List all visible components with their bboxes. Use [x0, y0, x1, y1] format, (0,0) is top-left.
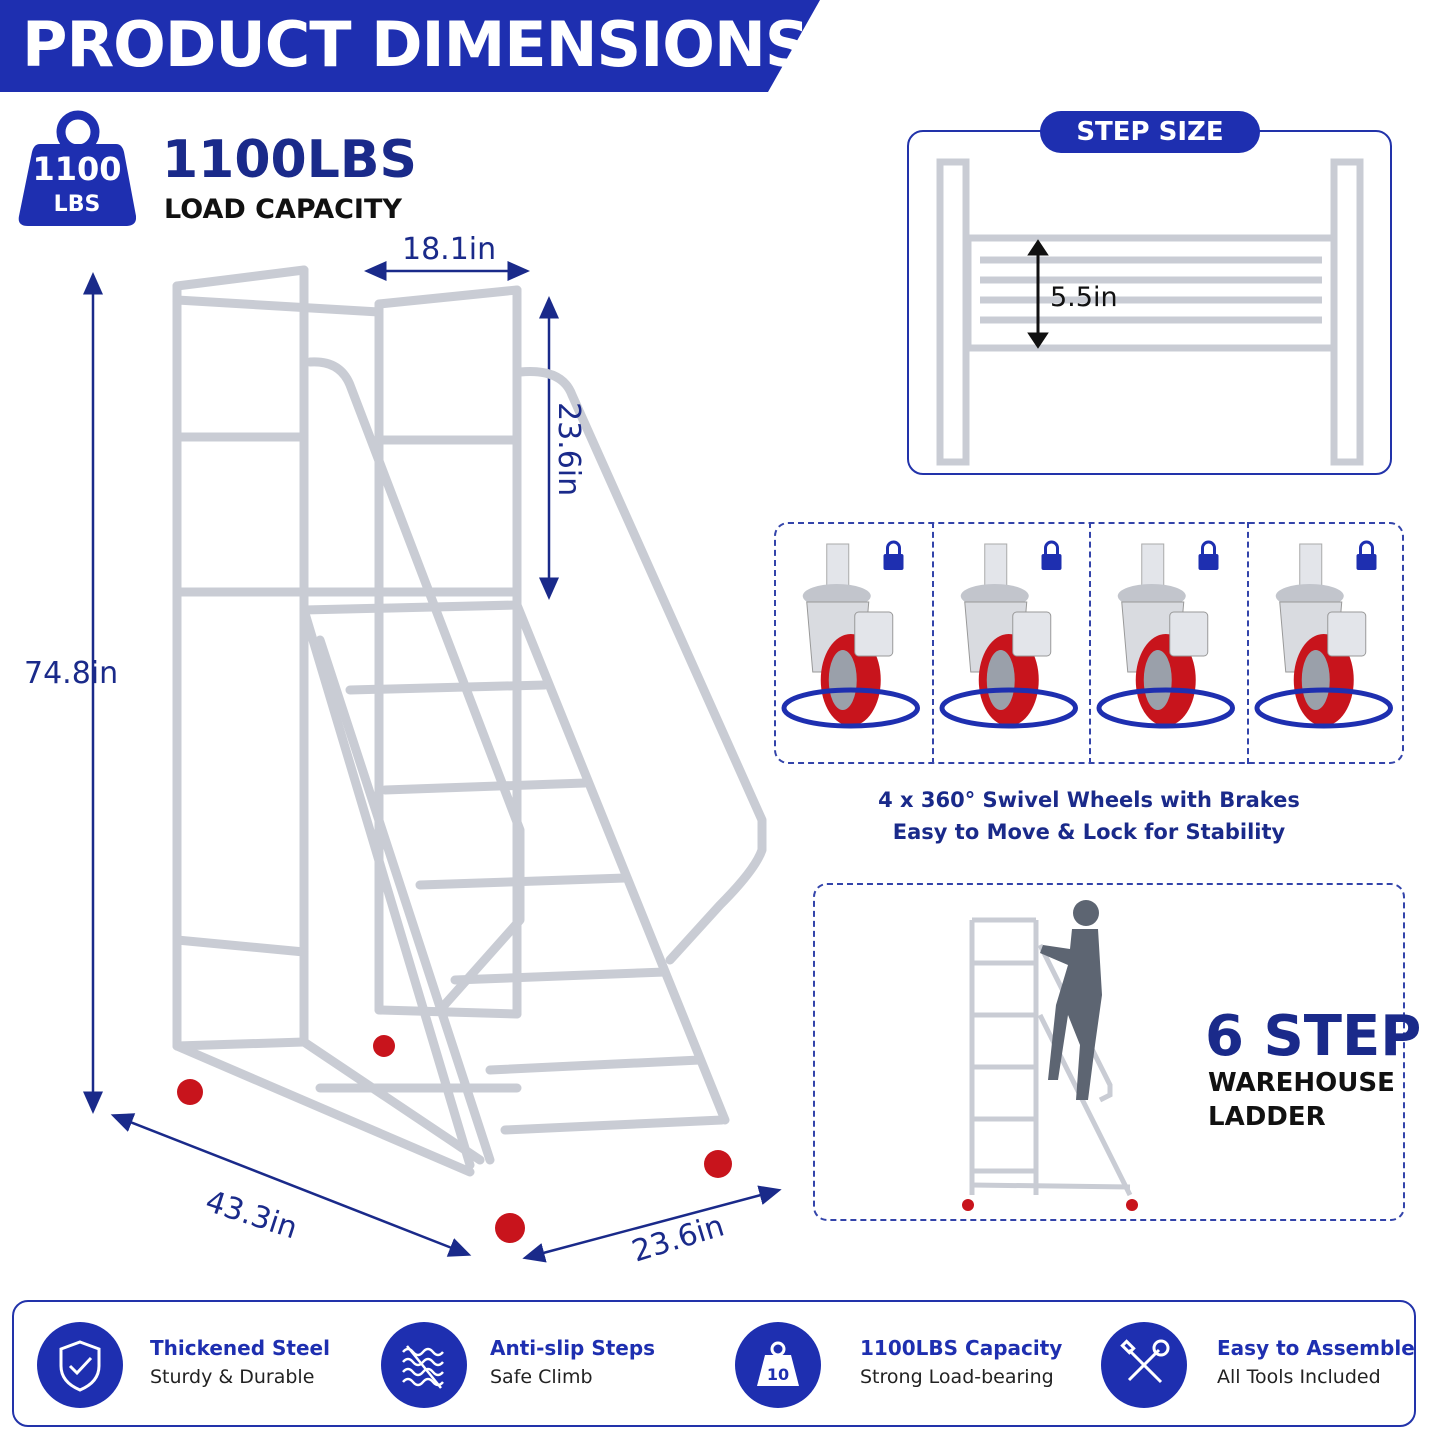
lock-icon: [883, 540, 904, 570]
ladder-type-line2: LADDER: [1208, 1102, 1326, 1132]
feature-title-1: Thickened Steel: [150, 1336, 330, 1360]
wheel-divider: [1246, 522, 1249, 764]
caster-wheel-icon: [939, 540, 1078, 729]
tools-icon: [1101, 1322, 1187, 1408]
caster-wheel-icon: [781, 540, 920, 729]
weight-badge-number: 1100: [32, 150, 122, 188]
ladder-illustration: [83, 261, 782, 1263]
caster-wheel-icon: [1254, 540, 1393, 729]
lock-icon: [1198, 540, 1219, 570]
step-size-title: STEP SIZE: [1040, 111, 1260, 153]
lock-icon: [1041, 540, 1061, 570]
feature-subtitle-3: Strong Load-bearing: [860, 1366, 1054, 1388]
feature-title-4: Easy to Assemble: [1217, 1336, 1415, 1360]
anti-slip-waves-icon: [381, 1322, 467, 1408]
step-size-measure: 5.5in: [1050, 282, 1118, 313]
dimension-arrows: [83, 261, 782, 1263]
feature-title-2: Anti-slip Steps: [490, 1336, 656, 1360]
feature-subtitle-4: All Tools Included: [1217, 1366, 1381, 1388]
wheels-caption-line2: Easy to Move & Lock for Stability: [892, 820, 1286, 844]
load-capacity-label: LOAD CAPACITY: [164, 194, 402, 225]
wheels-caption-line1: 4 x 360° Swivel Wheels with Brakes: [878, 788, 1300, 812]
feature-subtitle-2: Safe Climb: [490, 1366, 593, 1388]
wheel-divider: [931, 522, 934, 764]
feature-subtitle-1: Sturdy & Durable: [150, 1366, 315, 1388]
caster-wheels: [177, 1035, 732, 1243]
caster-wheel-icon: [1096, 540, 1235, 729]
ladder-type-line1: WAREHOUSE: [1208, 1068, 1395, 1098]
step-count: 6 STEP: [1205, 1004, 1422, 1069]
step-closeup-illustration: [936, 158, 1364, 466]
feature-title-3: 1100LBS Capacity: [860, 1336, 1063, 1360]
weight-icon-text: 10: [767, 1365, 789, 1384]
weight-icon: [18, 110, 136, 226]
weight-icon: 10: [735, 1322, 821, 1408]
dimension-height: 74.8in: [24, 656, 119, 691]
wheel-divider: [1089, 522, 1091, 764]
feature-bar: [12, 1300, 1416, 1427]
shield-check-icon: [37, 1322, 123, 1408]
weight-badge-unit: LBS: [53, 192, 101, 217]
dimension-top-width: 18.1in: [402, 232, 497, 267]
load-capacity-value: 1100LBS: [162, 130, 417, 190]
header-banner: [0, 0, 820, 92]
ladder-with-person-illustration: [962, 900, 1138, 1211]
dimension-rail-height: 23.6in: [551, 402, 586, 497]
page-title: PRODUCT DIMENSIONS: [22, 8, 810, 81]
ladder-type-panel: [813, 883, 1405, 1221]
lock-icon: [1356, 540, 1376, 570]
